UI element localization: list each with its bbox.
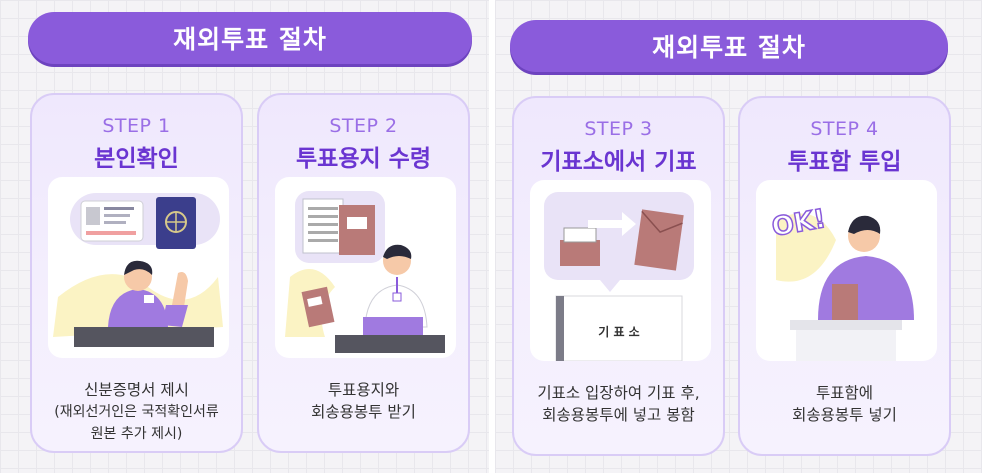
voting-booth-illustration: 기 표 소 [530,180,711,361]
envelope-icon [634,209,684,271]
passport-icon [156,197,196,249]
booth-icon: 기 표 소 [555,295,683,361]
right-panel: 재외투표 절차 STEP 3 기표소에서 기표 [495,0,982,473]
arrow-right-icon [588,212,636,236]
step-3-desc-line-1: 기표소 입장하여 기표 후, [537,384,700,402]
hand-with-envelope-icon [301,286,335,328]
desk [74,327,214,347]
step-1-desc-line-3: 원본 추가 제시) [90,426,183,442]
step-1-desc-line-2: (재외선거인은 국적확인서류 [54,404,219,420]
panel-title-right: 재외투표 절차 [510,20,948,72]
step-2-description: 투표용지와 회송용봉투 받기 [263,379,464,423]
stamp-box-icon [560,227,600,266]
person-icon [108,260,188,327]
step-4-description: 투표함에 회송용봉투 넣기 [744,382,945,426]
step-3-desc-line-2: 회송용봉투에 넣고 봉함 [542,406,695,424]
step-1-label: STEP 1 [102,115,171,137]
ballot-box-icon [790,320,902,361]
step-4-card: STEP 4 투표함 투입 OK! 투표함에 [738,96,951,456]
step-4-desc-line-1: 투표함에 [815,384,874,402]
step-1-desc-line-1: 신분증명서 제시 [84,381,189,399]
ballot-receive-illustration [275,177,456,358]
desk [335,335,445,353]
left-panel: 재외투표 절차 STEP 1 본인확인 [0,0,489,473]
step-4-title: 투표함 투입 [787,149,902,175]
step-1-title: 본인확인 [94,146,179,172]
step-3-card: STEP 3 기표소에서 기표 [512,96,725,456]
clerk-icon [363,244,428,337]
step-3-description: 기표소 입장하여 기표 후, 회송용봉투에 넣고 봉함 [518,382,719,426]
step-1-description: 신분증명서 제시 (재외선거인은 국적확인서류 원본 추가 제시) [36,379,237,445]
id-card-icon [80,200,144,242]
step-3-title: 기표소에서 기표 [540,149,697,175]
step-2-title: 투표용지 수령 [296,146,431,172]
step-2-label: STEP 2 [329,115,398,137]
step-3-label: STEP 3 [584,118,653,140]
step-2-card: STEP 2 투표용지 수령 [257,93,470,453]
ballot-paper-icon [302,198,344,254]
step-2-desc-line-1: 투표용지와 [327,381,400,399]
booth-sign: 기 표 소 [598,324,639,339]
ballot-envelope-icon [832,284,858,320]
ballot-box-illustration: OK! [756,180,937,361]
step-4-label: STEP 4 [810,118,879,140]
envelope-icon [339,205,375,255]
step-4-desc-line-2: 회송용봉투 넣기 [792,406,897,424]
step-2-desc-line-2: 회송용봉투 받기 [311,403,416,421]
id-check-illustration [48,177,229,358]
step-1-card: STEP 1 본인확인 [30,93,243,453]
panel-title-left: 재외투표 절차 [28,12,472,64]
